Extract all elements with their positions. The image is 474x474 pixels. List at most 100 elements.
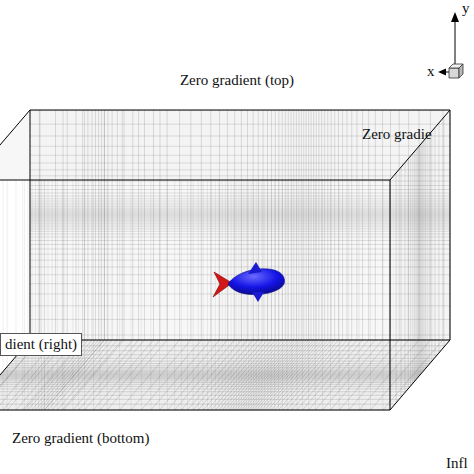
mesh-lines [0, 110, 450, 410]
mesh-line [30, 203, 450, 204]
mesh-line [390, 180, 391, 410]
mesh-line [30, 214, 450, 215]
mesh-line [0, 404, 395, 405]
mesh-line [21, 350, 441, 351]
mesh-line [30, 240, 450, 241]
mesh-line [0, 391, 406, 392]
mesh-line [30, 215, 450, 216]
mesh-line [421, 143, 422, 373]
mesh-line [429, 134, 430, 364]
mesh-line [0, 395, 403, 396]
mesh-line [30, 248, 450, 249]
mesh-line [0, 381, 415, 382]
mesh-line [30, 163, 450, 164]
mesh-line [0, 377, 418, 378]
domain-edge [450, 110, 451, 340]
mesh-line [0, 382, 414, 383]
mesh-line [0, 386, 410, 387]
mesh-line [450, 110, 451, 340]
mesh-line [30, 233, 450, 234]
domain-edge [0, 180, 390, 181]
fish-fin [248, 262, 262, 274]
mesh-line [30, 217, 450, 218]
mesh-line [0, 374, 420, 375]
mesh-line [414, 151, 415, 381]
mesh-line [30, 224, 450, 225]
axis-cube [459, 64, 463, 78]
mesh-line [30, 305, 450, 306]
mesh-line [14, 358, 434, 359]
mesh-line [396, 173, 397, 403]
mesh-line [30, 146, 450, 147]
axis-arrowhead [451, 12, 459, 22]
mesh-line [30, 335, 450, 336]
mesh-line [8, 365, 428, 366]
mesh-line [30, 223, 450, 224]
mesh-line [30, 201, 450, 202]
mesh-line [1, 373, 421, 374]
mesh-line [30, 319, 450, 320]
domain-edge [0, 110, 30, 180]
mesh-line [30, 198, 450, 199]
boundary-label: Zero gradient (top) [180, 72, 294, 89]
domain-edge [30, 340, 450, 341]
mesh-line [30, 209, 450, 210]
mesh-line [30, 231, 450, 232]
axis-cube [449, 68, 459, 78]
mesh-line [30, 237, 450, 238]
fish-body [213, 262, 285, 302]
mesh-line [423, 140, 424, 370]
mesh-line [30, 216, 450, 217]
mesh-line [30, 210, 450, 211]
mesh-line [401, 167, 402, 397]
mesh-line [30, 110, 450, 111]
mesh-line [0, 388, 408, 389]
mesh-line [3, 371, 423, 372]
mesh-line [30, 221, 450, 222]
mesh-line [30, 208, 450, 209]
mesh-line [438, 123, 439, 353]
domain-edge [390, 110, 450, 180]
mesh-line [410, 156, 411, 386]
mesh-line [0, 379, 416, 380]
mesh-line [25, 345, 445, 346]
domain-edge [390, 180, 391, 410]
mesh-line [30, 124, 450, 125]
mesh-line [6, 367, 426, 368]
mesh-line [2, 372, 422, 373]
mesh-line [0, 375, 420, 376]
mesh-line [30, 219, 450, 220]
domain-edge [0, 410, 390, 411]
boundary-label: Zero gradient (bottom) [12, 430, 149, 447]
domain-outline [0, 110, 450, 410]
mesh-line [425, 139, 426, 369]
mesh-line [0, 399, 399, 400]
mesh-line [10, 363, 430, 364]
y-axis [455, 18, 456, 66]
domain-edge [30, 110, 450, 111]
mesh-line [30, 220, 450, 221]
mesh-line [30, 228, 450, 229]
mesh-line [427, 137, 428, 367]
mesh-line [408, 159, 409, 389]
mesh-line [30, 226, 450, 227]
mesh-line [30, 212, 450, 213]
mesh-line [30, 260, 450, 261]
axis-arrowhead [438, 69, 446, 76]
mesh-line [30, 169, 450, 170]
mesh-line [422, 142, 423, 372]
mesh-line [434, 128, 435, 358]
mesh-line [30, 189, 450, 190]
mesh-line [30, 213, 450, 214]
axis-triad [438, 12, 463, 78]
mesh-line [30, 294, 450, 295]
domain-faces [0, 110, 450, 410]
mesh-line [30, 181, 450, 182]
fish-fin [252, 292, 264, 302]
mesh-line [5, 368, 425, 369]
boundary-label: Zero gradie [362, 126, 432, 143]
mesh-line [431, 131, 432, 361]
boundary-label: dient (right) [0, 333, 82, 356]
